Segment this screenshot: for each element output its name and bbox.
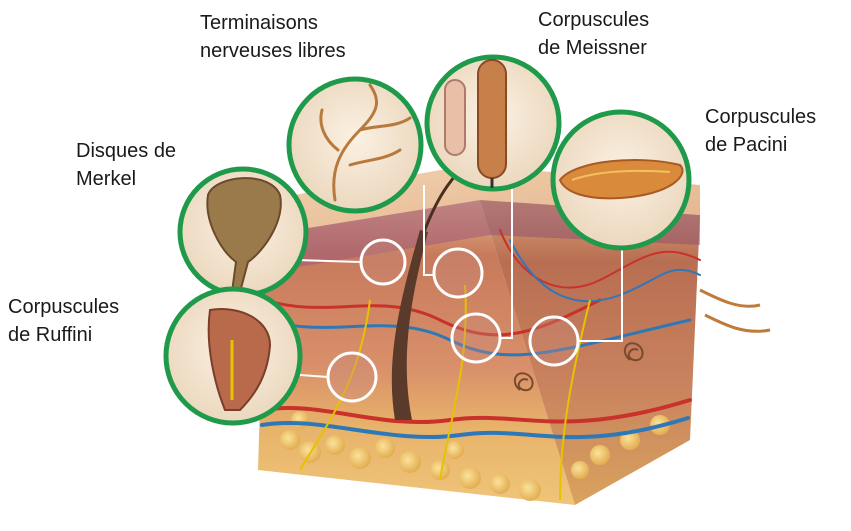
callout-merkel	[180, 169, 306, 295]
merkel-inset	[361, 240, 405, 284]
label-meissner-line2: de Meissner	[538, 34, 649, 62]
pacini-inset	[530, 317, 578, 365]
label-merkel-line1: Disques de	[76, 137, 176, 165]
hair-tuft-right	[700, 290, 770, 331]
meissner-inset	[452, 314, 500, 362]
label-pacini-line2: de Pacini	[705, 131, 816, 159]
label-meissner-line1: Corpuscules	[538, 6, 649, 34]
label-pacini-line1: Corpuscules	[705, 103, 816, 131]
callout-pacini	[553, 112, 689, 248]
label-ruffini: Corpuscules de Ruffini	[8, 293, 119, 349]
label-free-nerve-endings: Terminaisons nerveuses libres	[200, 9, 346, 65]
callout-free-nerve-endings	[289, 79, 421, 211]
label-ruffini-line2: de Ruffini	[8, 321, 119, 349]
callout-meissner	[427, 57, 559, 189]
label-free-nerve-endings-line2: nerveuses libres	[200, 37, 346, 65]
label-free-nerve-endings-line1: Terminaisons	[200, 9, 346, 37]
label-ruffini-line1: Corpuscules	[8, 293, 119, 321]
label-merkel-line2: Merkel	[76, 165, 176, 193]
callout-ruffini	[166, 289, 300, 423]
label-pacini: Corpuscules de Pacini	[705, 103, 816, 159]
ruffini-inset	[328, 353, 376, 401]
label-merkel: Disques de Merkel	[76, 137, 176, 193]
label-meissner: Corpuscules de Meissner	[538, 6, 649, 62]
free-nerve-inset	[434, 249, 482, 297]
